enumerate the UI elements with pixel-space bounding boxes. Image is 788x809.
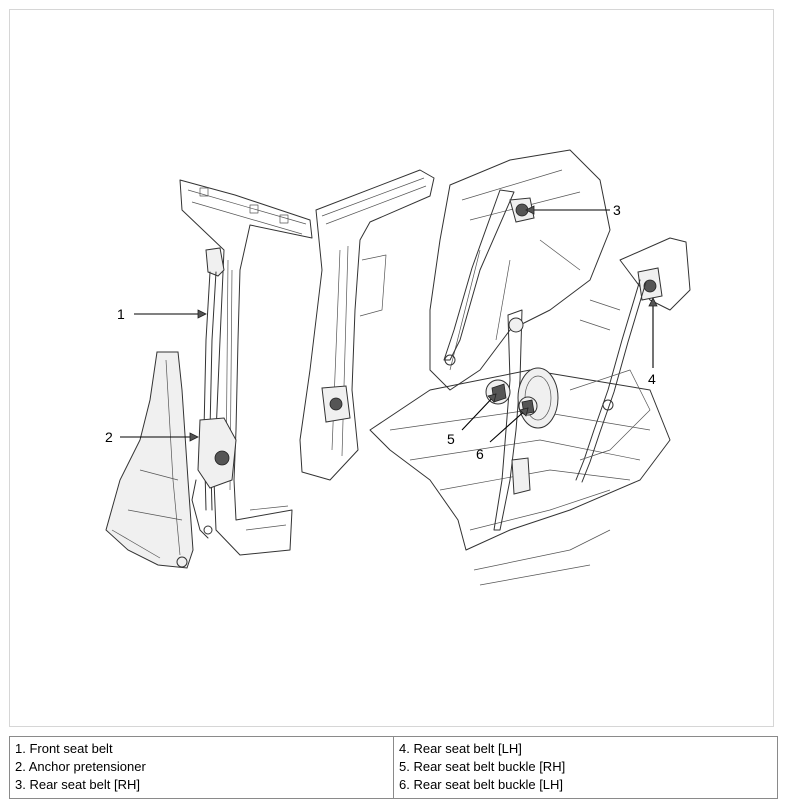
legend-table: 1. Front seat belt 2. Anchor pretensione… <box>9 736 778 799</box>
leader-6 <box>489 407 529 443</box>
seat-belt-diagram: 1 2 3 4 5 6 <box>9 9 774 727</box>
legend-item: 6. Rear seat belt buckle [LH] <box>399 777 564 792</box>
b-pillar-trim <box>105 351 194 569</box>
callout-leaders <box>120 205 658 443</box>
callout-2: 2 <box>105 429 113 445</box>
legend-item: 2. Anchor pretensioner <box>15 759 146 774</box>
callout-1: 1 <box>117 306 125 322</box>
rear-quarter-panel-rh <box>429 149 611 391</box>
legend-left-column: 1. Front seat belt 2. Anchor pretensione… <box>9 736 394 799</box>
legend-item: 4. Rear seat belt [LH] <box>399 741 522 756</box>
front-seat-belt <box>191 247 237 539</box>
rear-seat-belt-rh <box>443 189 535 366</box>
callout-5: 5 <box>447 431 455 447</box>
center-buckle-assembly <box>485 309 559 531</box>
legend-row: 1. Front seat belt 2. Anchor pretensione… <box>9 736 778 799</box>
rear-seat-belt-lh <box>569 237 691 483</box>
c-pillar-body <box>299 169 435 481</box>
legend-item: 3. Rear seat belt [RH] <box>15 777 140 792</box>
legend-right-column: 4. Rear seat belt [LH] 5. Rear seat belt… <box>393 736 778 799</box>
callout-labels: 1 2 3 4 5 6 <box>105 202 656 462</box>
callout-4: 4 <box>648 371 656 387</box>
callout-6: 6 <box>476 446 484 462</box>
leader-5 <box>461 393 497 431</box>
diagram-drawing: 1 2 3 4 5 6 <box>105 149 691 586</box>
legend-item: 5. Rear seat belt buckle [RH] <box>399 759 566 774</box>
legend-item: 1. Front seat belt <box>15 741 113 756</box>
front-pillar-body <box>179 179 313 556</box>
callout-3: 3 <box>613 202 621 218</box>
